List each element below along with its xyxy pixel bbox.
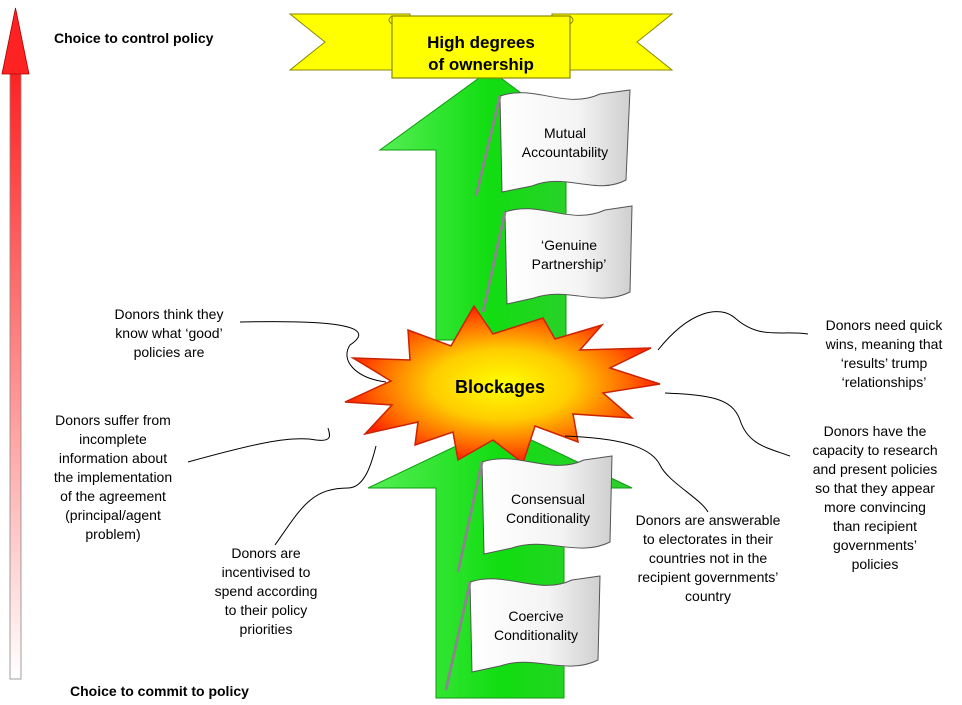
flag-consensual-conditionality <box>456 455 613 573</box>
flag-label-genuine-partnership: ‘Genuine Partnership’ <box>512 236 626 274</box>
note-capacity-line-6: than recipient <box>832 518 918 534</box>
note-answerable-line-5: country <box>685 588 731 604</box>
note-capacity-line-5: more convincing <box>824 499 926 515</box>
axis-top-label: Choice to control policy <box>54 30 214 46</box>
note-quick-wins-line-4: ‘relationships’ <box>841 374 927 390</box>
note-incomplete-line-7: problem) <box>85 526 141 542</box>
note-capacity-line-3: and present policies <box>812 461 938 477</box>
note-capacity-line-2: capacity to research <box>812 442 938 458</box>
note-good-policies-line-1: Donors think they <box>114 306 224 322</box>
flag-mutual-line-2: Accountability <box>521 144 609 160</box>
banner-line-1: High degrees <box>427 33 535 52</box>
connector-answerable <box>564 435 709 513</box>
note-quick-wins-line-3: ‘results’ trump <box>840 355 928 371</box>
note-capacity-line-8: policies <box>851 556 899 572</box>
note-answerable-line-1: Donors are answerable <box>635 512 781 528</box>
flag-label-coercive-conditionality: Coercive Conditionality <box>478 607 594 645</box>
note-good-policies-line-3: policies are <box>133 344 205 360</box>
note-quick-wins-line-1: Donors need quick <box>825 317 943 333</box>
note-incentivised-line-5: priorities <box>239 621 293 637</box>
flag-consensual-line-2: Conditionality <box>505 510 591 526</box>
blockages-label: Blockages <box>454 377 546 397</box>
note-capacity: Donors have the capacity to research and… <box>790 422 960 574</box>
note-incentivised-line-4: to their policy <box>224 602 308 618</box>
note-incomplete-line-4: the implementation <box>53 469 173 485</box>
blockages-burst <box>344 304 661 465</box>
note-incomplete-line-1: Donors suffer from <box>55 412 171 428</box>
flag-consensual-line-1: Consensual <box>511 491 585 507</box>
banner-line-2: of ownership <box>428 55 534 74</box>
note-incomplete-info: Donors suffer from incomplete informatio… <box>38 411 188 544</box>
note-quick-wins-line-2: wins, meaning that <box>825 336 943 352</box>
note-quick-wins: Donors need quick wins, meaning that ‘re… <box>808 316 960 392</box>
flag-coercive-line-1: Coercive <box>508 608 564 624</box>
ownership-banner <box>288 13 674 79</box>
connector-incomplete-info <box>187 427 331 463</box>
flag-coercive-line-2: Conditionality <box>493 627 579 643</box>
flag-genuine-partnership <box>481 205 633 313</box>
note-answerable: Donors are answerable to electorates in … <box>612 511 804 606</box>
connector-capacity <box>664 392 791 457</box>
flag-mutual-line-1: Mutual <box>543 125 587 141</box>
note-incentivised-line-2: incentivised to <box>221 564 311 580</box>
note-incomplete-line-6: (principal/agent <box>65 507 161 523</box>
vertical-axis-arrow <box>1 7 30 680</box>
note-incentivised-line-3: spend according <box>214 583 318 599</box>
axis-bottom-label: Choice to commit to policy <box>70 683 249 699</box>
connector-incentivised <box>274 445 377 546</box>
note-good-policies-line-2: know what ‘good’ <box>115 325 223 341</box>
note-incomplete-line-3: information about <box>58 450 168 466</box>
flag-label-mutual-accountability: Mutual Accountability <box>508 124 622 162</box>
note-answerable-line-3: countries not in the <box>648 550 768 566</box>
connector-quick-wins <box>657 311 809 351</box>
note-incomplete-line-5: of the agreement <box>60 488 166 504</box>
flag-mutual-accountability <box>474 89 631 197</box>
connector-lines <box>187 311 809 546</box>
flag-coercive-conditionality <box>444 575 601 691</box>
note-capacity-line-7: governments’ <box>832 537 918 553</box>
connector-good-policies <box>239 321 387 383</box>
flag-genuine-line-2: Partnership’ <box>531 256 607 272</box>
note-answerable-line-4: recipient governments’ <box>637 569 779 585</box>
flag-genuine-line-1: ‘Genuine <box>540 237 598 253</box>
note-capacity-line-4: so that they appear <box>815 480 935 496</box>
note-incentivised-line-1: Donors are <box>231 545 301 561</box>
note-answerable-line-2: to electorates in their <box>643 531 773 547</box>
flag-label-consensual-conditionality: Consensual Conditionality <box>490 490 606 528</box>
banner-title: High degrees of ownership <box>396 32 566 76</box>
note-incomplete-line-2: incomplete <box>79 431 147 447</box>
note-incentivised: Donors are incentivised to spend accordi… <box>196 544 336 639</box>
note-capacity-line-1: Donors have the <box>823 423 927 439</box>
note-good-policies: Donors think they know what ‘good’ polic… <box>104 305 234 362</box>
